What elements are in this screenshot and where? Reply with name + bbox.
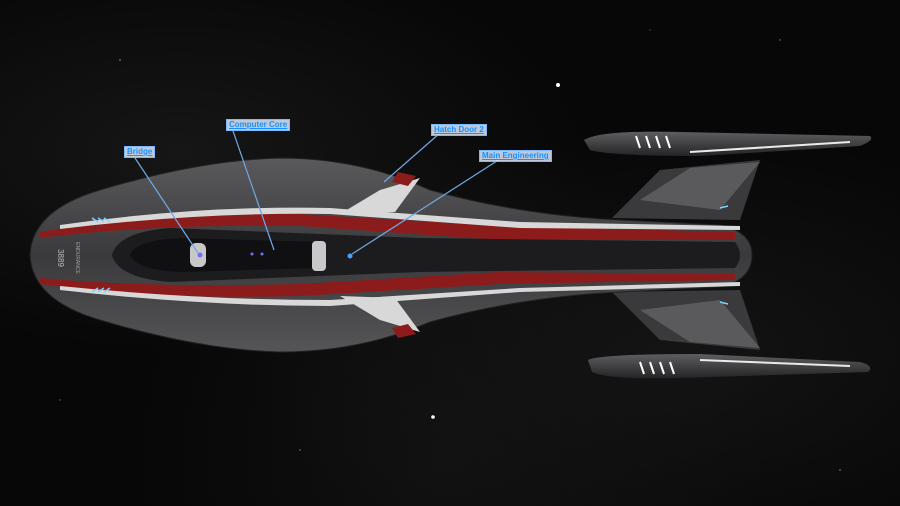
- hull-registry-number: 3889: [56, 249, 65, 267]
- hotspot-bridge-label[interactable]: Bridge: [124, 146, 156, 158]
- stars: [59, 29, 841, 471]
- ship-hull: 3889 ENDURANCE: [29, 157, 753, 353]
- upper-nacelle: [584, 131, 872, 220]
- hull-ship-name: ENDURANCE: [74, 242, 80, 274]
- hotspot-computer-core-label[interactable]: Computer Core: [226, 119, 291, 131]
- pointer-lines: [132, 127, 501, 255]
- hotspot-main-engineering-label[interactable]: Main Engineering: [479, 150, 552, 162]
- lower-nacelle: [588, 290, 871, 379]
- hotspot-hatch-door-2-label[interactable]: Hatch Door 2: [431, 124, 487, 136]
